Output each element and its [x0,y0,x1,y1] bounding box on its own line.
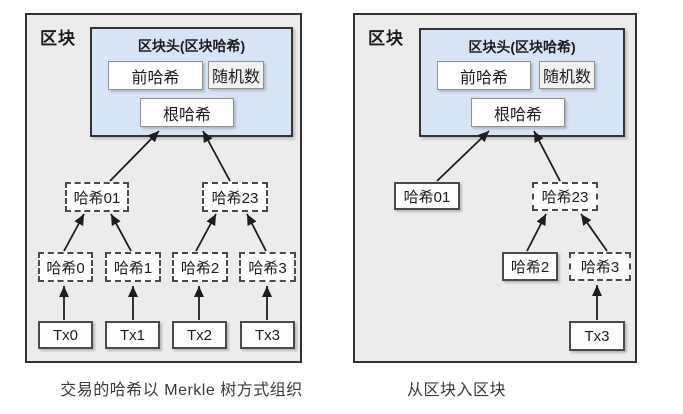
node-tx3: Tx3 [569,321,625,351]
node-hash3: 哈希3 [239,252,296,282]
block-label: 区块 [40,29,76,48]
node-hash01: 哈希01 [394,182,460,210]
nonce-box: 随机数 [539,61,595,89]
node-hash01: 哈希01 [65,182,129,212]
node-hash2: 哈希2 [172,252,228,282]
left-caption: 交易的哈希以 Merkle 树方式组织 [60,382,303,399]
node-hash3: 哈希3 [569,252,631,281]
block-header-title: 区块头(区块哈希) [468,39,576,55]
left-block-panel: 区块 区块头(区块哈希) 前哈希 随机数 根哈希 哈希01 哈希23 哈希0 哈… [25,13,302,363]
block-header-box: 区块头(区块哈希) 前哈希 随机数 根哈希 [419,28,625,137]
node-hash23: 哈希23 [202,182,268,212]
prev-hash-box: 前哈希 [108,61,203,90]
block-label: 区块 [368,29,404,48]
node-tx2: Tx2 [172,321,227,349]
nonce-box: 随机数 [208,61,264,89]
node-hash2: 哈希2 [502,252,558,281]
right-block-panel: 区块 区块头(区块哈希) 前哈希 随机数 根哈希 哈希01 哈希23 哈希2 哈… [353,13,637,363]
root-hash-box: 根哈希 [140,98,234,127]
node-tx0: Tx0 [38,321,93,349]
node-hash1: 哈希1 [105,252,161,282]
prev-hash-box: 前哈希 [437,61,531,90]
block-header-title: 区块头(区块哈希) [137,38,246,54]
node-tx1: Tx1 [105,321,160,349]
node-hash23: 哈希23 [532,182,598,211]
root-hash-box: 根哈希 [471,98,565,127]
block-header-box: 区块头(区块哈希) 前哈希 随机数 根哈希 [90,27,293,137]
right-caption: 从区块入区块 [407,382,507,399]
node-hash0: 哈希0 [38,252,93,282]
node-tx3: Tx3 [240,321,295,349]
